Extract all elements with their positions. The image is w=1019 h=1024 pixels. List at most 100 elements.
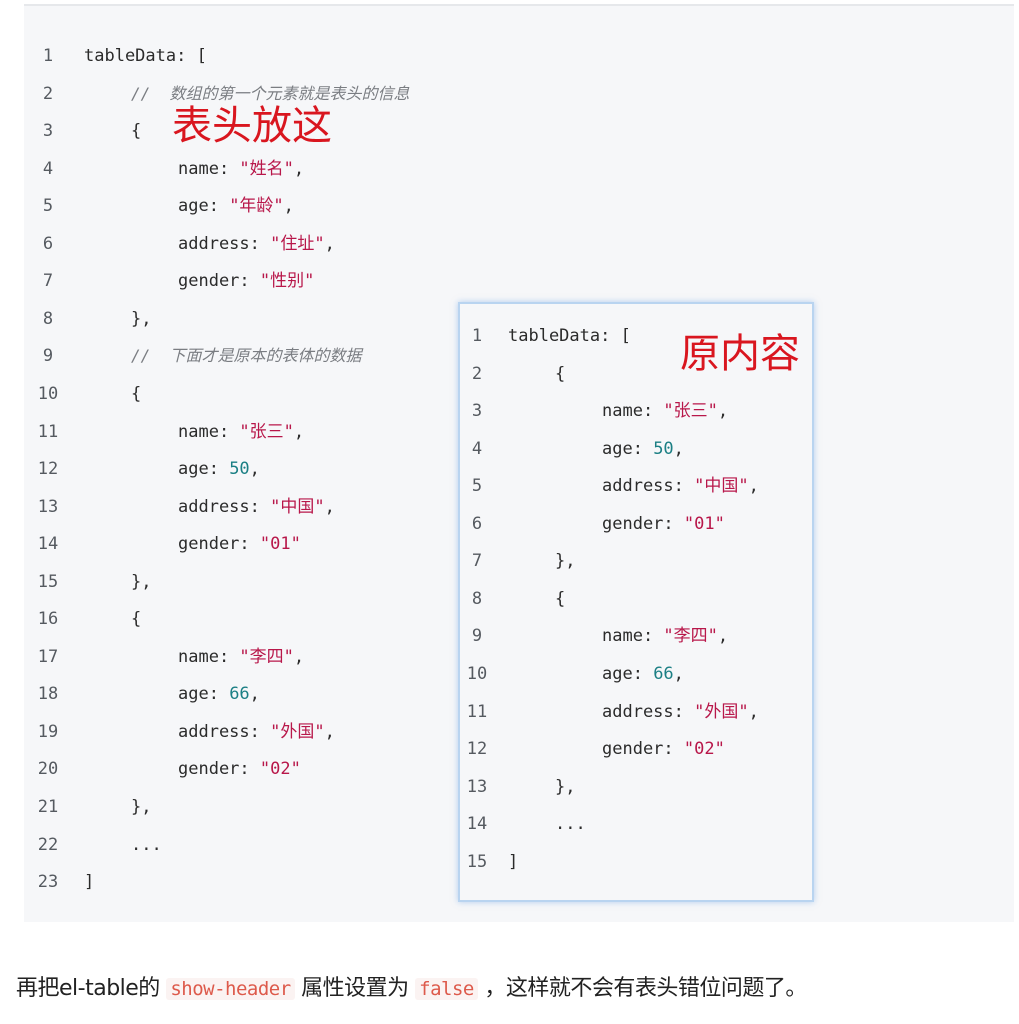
line-number: 1 — [471, 326, 483, 346]
line-number: 20 — [37, 759, 59, 780]
code-line: 11 address: "外国", — [460, 697, 812, 727]
line-number: 5 — [471, 476, 483, 497]
code-text: ] — [84, 867, 94, 897]
caption-text-1: 再把el-table的 — [16, 976, 160, 1001]
code-line: 16{ — [24, 604, 1014, 634]
code-token: { — [131, 121, 142, 142]
code-line: 3{ — [24, 116, 1014, 146]
code-line: 10{ — [24, 379, 1014, 409]
code-text: }, — [131, 304, 151, 334]
line-number: 1 — [42, 46, 54, 66]
code-token: gender: — [178, 759, 260, 780]
code-text: { — [555, 359, 565, 389]
code-token: age: — [178, 459, 230, 480]
code-token: , — [717, 401, 729, 422]
string-literal: "中国" — [694, 476, 749, 497]
code-token: age: — [178, 196, 230, 217]
code-token: address: — [602, 701, 695, 722]
code-text: gender: "02" — [178, 754, 301, 784]
line-number: 13 — [466, 776, 488, 797]
code-token: { — [131, 609, 142, 630]
line-number: 22 — [37, 834, 59, 855]
line-number: 19 — [37, 721, 59, 742]
code-text: ] — [508, 847, 518, 877]
code-text: address: "外国", — [602, 697, 759, 727]
code-text: }, — [131, 792, 151, 822]
line-number: 9 — [471, 626, 483, 647]
code-line: 8{ — [460, 584, 812, 614]
line-number: 14 — [466, 814, 488, 835]
code-text: name: "李四", — [602, 621, 728, 651]
code-line: 15}, — [24, 567, 1014, 597]
code-line: 2{ — [460, 359, 812, 389]
line-number: 7 — [471, 551, 483, 572]
code-line: 12 gender: "02" — [460, 734, 812, 764]
code-text: address: "中国", — [602, 471, 759, 501]
line-number: 8 — [471, 588, 483, 609]
line-number: 11 — [466, 701, 488, 722]
number-literal: 66 — [229, 684, 250, 705]
code-token: age: — [178, 684, 230, 705]
code-token: name: — [178, 158, 240, 179]
string-literal: "李四" — [239, 646, 294, 667]
line-number: 14 — [37, 534, 59, 555]
code-token: name: — [178, 646, 240, 667]
code-token: , — [748, 476, 759, 497]
number-literal: 66 — [653, 663, 674, 684]
code-line: 7}, — [460, 546, 812, 576]
code-line: 8}, — [24, 304, 1014, 334]
code-line: 5 address: "中国", — [460, 471, 812, 501]
line-number: 15 — [37, 571, 59, 592]
inline-code-false: false — [415, 978, 478, 1000]
code-line: 13}, — [460, 772, 812, 802]
code-text: tableData: [ — [508, 321, 631, 351]
code-token: name: — [602, 401, 664, 422]
code-line: 7 gender: "性别" — [24, 266, 1014, 296]
annotation-original-content: 原内容 — [680, 331, 800, 377]
code-token: { — [555, 363, 566, 384]
code-token: age: — [602, 438, 654, 459]
number-literal: 50 — [653, 438, 674, 459]
code-text: address: "住址", — [178, 229, 335, 259]
code-line: 15] — [460, 847, 812, 877]
code-token: }, — [555, 776, 576, 797]
code-line: 14... — [460, 809, 812, 839]
code-line: 4 name: "姓名", — [24, 154, 1014, 184]
code-text: gender: "性别" — [178, 266, 314, 296]
code-line: 21}, — [24, 792, 1014, 822]
code-token: , — [324, 496, 335, 517]
line-number: 11 — [37, 421, 59, 442]
code-token: { — [131, 383, 142, 404]
code-token: , — [673, 438, 684, 459]
code-token: name: — [602, 626, 664, 647]
annotation-header-here: 表头放这 — [172, 103, 332, 149]
code-token: }, — [131, 308, 152, 329]
line-number: 21 — [37, 797, 59, 817]
number-literal: 50 — [229, 459, 250, 480]
line-number: 17 — [37, 646, 59, 667]
code-text: name: "姓名", — [178, 154, 304, 184]
code-token: tableData: [ — [84, 46, 207, 66]
code-token: }, — [131, 797, 152, 817]
code-token: tableData: [ — [508, 326, 631, 346]
code-text: { — [131, 379, 141, 409]
line-number: 8 — [42, 308, 54, 329]
code-token: ... — [555, 814, 586, 835]
line-number: 3 — [42, 121, 54, 142]
string-literal: "张三" — [663, 401, 718, 422]
line-number: 12 — [466, 739, 488, 760]
string-literal: "外国" — [694, 701, 749, 722]
string-literal: "年龄" — [229, 196, 284, 217]
line-number: 7 — [42, 271, 54, 292]
code-token: , — [293, 158, 305, 179]
code-line: 1 tableData: [ — [460, 321, 812, 351]
line-number: 4 — [42, 158, 54, 179]
code-text: name: "李四", — [178, 642, 304, 672]
code-line: 17 name: "李四", — [24, 642, 1014, 672]
code-line: 9 name: "李四", — [460, 621, 812, 651]
code-line: 1 tableData: [ — [24, 41, 1014, 71]
code-text: gender: "02" — [602, 734, 725, 764]
